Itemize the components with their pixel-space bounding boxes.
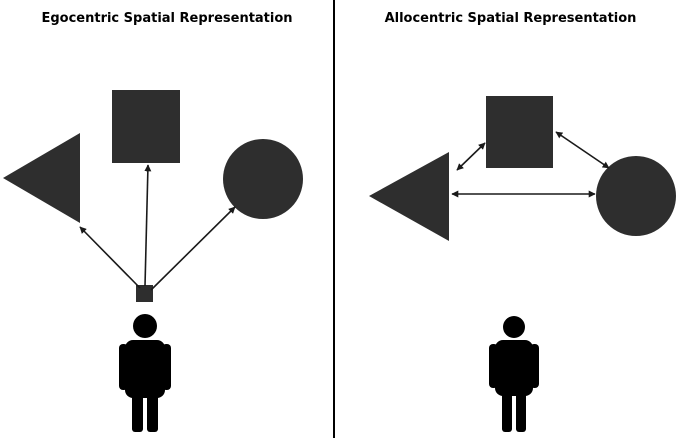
ego-square-shape [112, 90, 180, 163]
allo-arrow-triangle-square [456, 142, 486, 171]
egocentric-panel [3, 90, 303, 432]
ego-arrow-to-square [144, 164, 152, 287]
allo-square-shape [486, 96, 553, 168]
allo-triangle-shape [369, 152, 449, 241]
allo-circle-shape [596, 156, 676, 236]
panel-divider [333, 0, 335, 438]
egocentric-title: Egocentric Spatial Representation [41, 11, 293, 26]
ego-viewpoint-marker [136, 285, 153, 302]
ego-arrow-to-triangle [79, 226, 141, 289]
ego-arrow-to-circle [150, 206, 236, 291]
ego-triangle-shape [3, 133, 80, 223]
ego-circle-shape [223, 139, 303, 219]
allo-person-icon [489, 316, 539, 432]
allo-arrow-square-circle [555, 131, 610, 169]
allocentric-panel [369, 96, 676, 432]
allocentric-title: Allocentric Spatial Representation [384, 11, 637, 26]
ego-person-icon [119, 314, 171, 432]
